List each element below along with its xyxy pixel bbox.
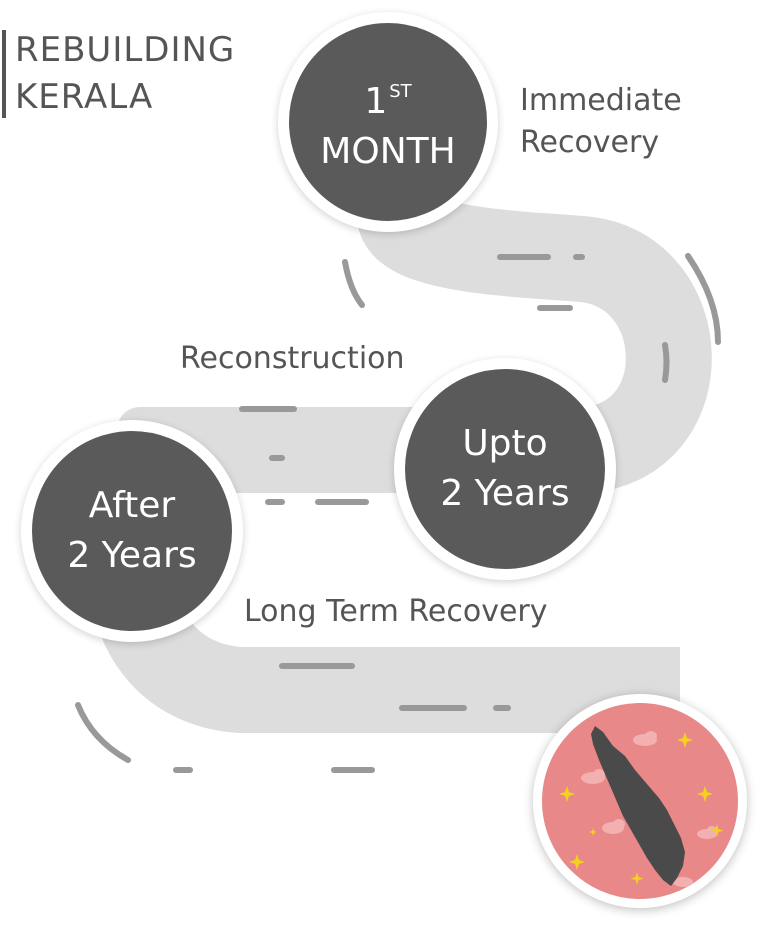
- title-accent-bar: [2, 30, 6, 118]
- milestone-upto-line-1: Upto: [462, 423, 548, 464]
- kerala-map-icon: [591, 726, 685, 886]
- milestone-after-line-2: 2 Years: [67, 535, 197, 576]
- cloud-icon: [581, 731, 717, 887]
- road-edge-line: [685, 253, 721, 345]
- milestone-after-2-years: After 2 Years: [21, 420, 243, 642]
- stage-label-reconstruction: Reconstruction: [180, 341, 405, 376]
- milestone-upto-line-2: 2 Years: [440, 473, 570, 514]
- stage-label-immediate: Immediate: [520, 83, 682, 118]
- road-edge-line: [75, 702, 131, 763]
- page-title-line-1: REBUILDING: [15, 30, 236, 70]
- stage-label-recovery: Recovery: [520, 125, 660, 160]
- milestone-ordinal-suffix: ST: [389, 81, 412, 102]
- milestone-upto-2-years: Upto 2 Years: [394, 358, 616, 580]
- road-markings: [75, 253, 721, 773]
- stage-label-long-term-recovery: Long Term Recovery: [244, 594, 548, 629]
- sparkle-icon: [559, 732, 724, 885]
- milestone-number: 1: [364, 81, 388, 122]
- page-title-line-2: KERALA: [15, 77, 154, 117]
- road-edge-line: [342, 259, 365, 308]
- milestone-1st-month-line-2: MONTH: [320, 131, 456, 172]
- kerala-badge: [533, 694, 747, 908]
- road-edge-line: [662, 342, 670, 383]
- kerala-badge-art: [542, 703, 738, 899]
- milestone-after-line-1: After: [88, 485, 176, 526]
